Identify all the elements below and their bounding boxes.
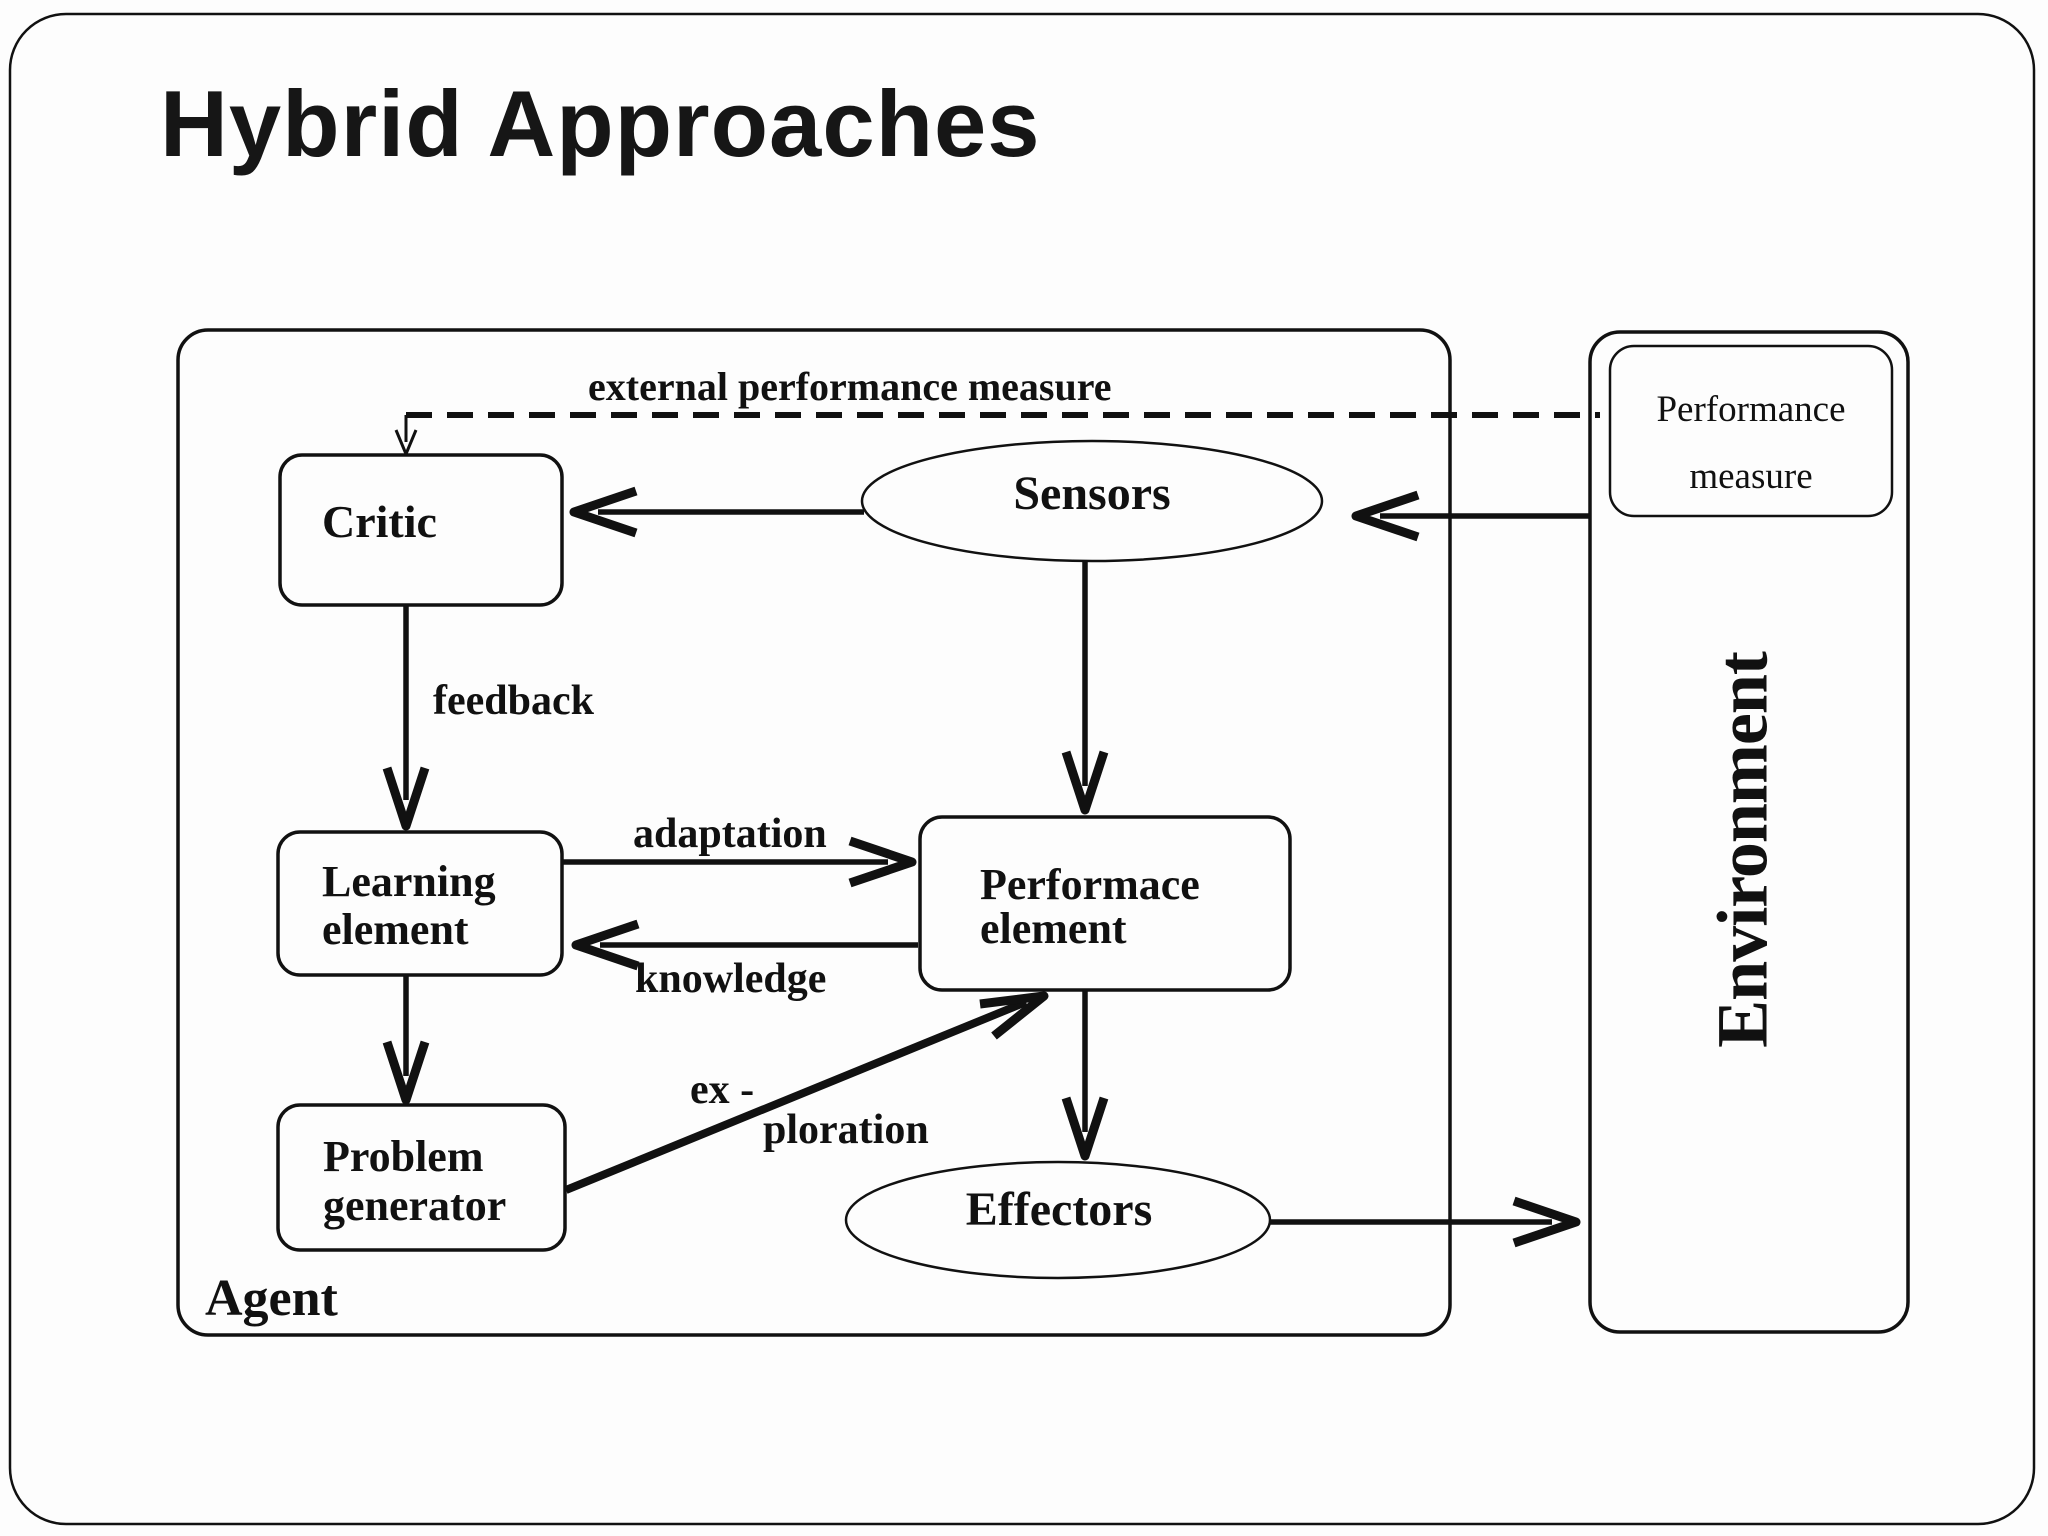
arrow-learning-to-problem-generator (382, 976, 430, 1105)
arrow-sensors-to-critic (569, 486, 864, 538)
slide-border (8, 12, 2036, 1526)
performance-measure-box (1608, 344, 1894, 518)
environment-box (1588, 330, 1910, 1334)
feedback-label: feedback (433, 678, 594, 724)
arrow-knowledge (571, 919, 918, 971)
adaptation-label: adaptation (633, 811, 827, 857)
performance-element-label: Performace element (980, 860, 1200, 953)
arrow-feedback (382, 606, 430, 831)
arrow-performance-element-to-effectors (1061, 990, 1109, 1161)
arrow-effectors-to-environment (1270, 1196, 1581, 1248)
critic-box (278, 453, 564, 607)
agent-label: Agent (205, 1270, 338, 1327)
problem-generator-box (276, 1103, 567, 1252)
agent-box (176, 328, 1452, 1337)
arrow-adaptation (562, 836, 917, 888)
arrow-sensors-to-performance-element (1061, 560, 1109, 815)
knowledge-label: knowledge (635, 956, 827, 1002)
exploration-label-line2: ploration (763, 1107, 929, 1153)
performance-measure-label: Performance measure (1656, 389, 1846, 498)
environment-label: Environment (1702, 652, 1783, 1048)
problem-generator-label: Problem generator (323, 1132, 507, 1231)
external-performance-measure-line (394, 412, 1600, 456)
sensors-ellipse (860, 439, 1324, 563)
learning-element-label: Learning element (322, 857, 496, 954)
sensors-label: Sensors (1013, 467, 1171, 520)
exploration-label-line1: ex - (690, 1067, 755, 1113)
arrow-environment-to-sensors (1351, 490, 1590, 542)
arrow-exploration (564, 991, 1049, 1194)
page-title: Hybrid Approaches (160, 71, 1041, 176)
performance-element-box (918, 815, 1292, 992)
effectors-label: Effectors (965, 1183, 1153, 1236)
learning-element-box (276, 830, 564, 977)
critic-label: Critic (322, 496, 437, 547)
external-performance-measure-label: external performance measure (588, 364, 1112, 409)
